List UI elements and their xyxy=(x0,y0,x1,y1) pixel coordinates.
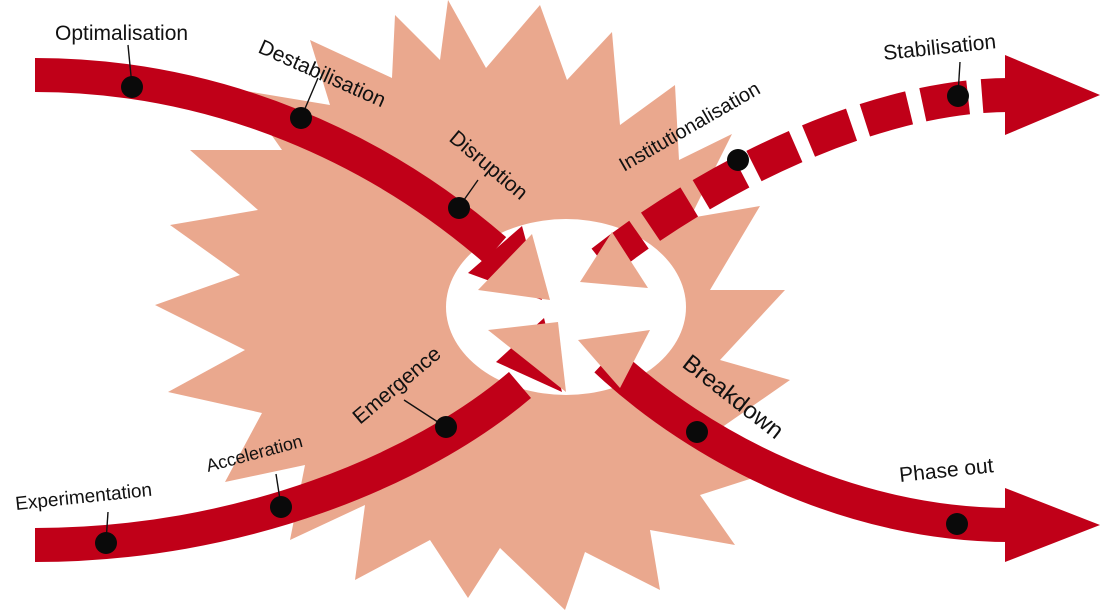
label-phase-out: Phase out xyxy=(898,454,995,487)
arrow-bottom-right-body xyxy=(594,347,1011,542)
dot-emergence xyxy=(435,416,457,438)
arrow-bottom-left-body xyxy=(34,372,532,562)
center-arrowhead-bottom-right xyxy=(578,330,650,388)
dot-stabilisation xyxy=(947,85,969,107)
center-arrowhead-top-left xyxy=(478,234,550,300)
dot-optimalisation xyxy=(121,76,143,98)
arrow-top-right-head xyxy=(1005,55,1100,135)
dot-experimentation xyxy=(95,532,117,554)
label-optimalisation: Optimalisation xyxy=(55,22,188,45)
center-arrowhead-top-right xyxy=(580,232,648,288)
label-experimentation: Experimentation xyxy=(14,480,153,515)
dot-breakdown xyxy=(686,421,708,443)
dot-institutionalisation xyxy=(727,149,749,171)
milestone-dots xyxy=(95,76,969,554)
dot-destabilisation xyxy=(290,107,312,129)
arrow-top-left-body xyxy=(34,58,507,263)
center-arrowhead-bottom-left xyxy=(488,322,566,392)
label-stabilisation: Stabilisation xyxy=(882,30,997,65)
dot-acceleration xyxy=(270,496,292,518)
dot-phase-out xyxy=(946,513,968,535)
arrow-bottom-right-head xyxy=(1005,488,1100,562)
dot-disruption xyxy=(448,197,470,219)
